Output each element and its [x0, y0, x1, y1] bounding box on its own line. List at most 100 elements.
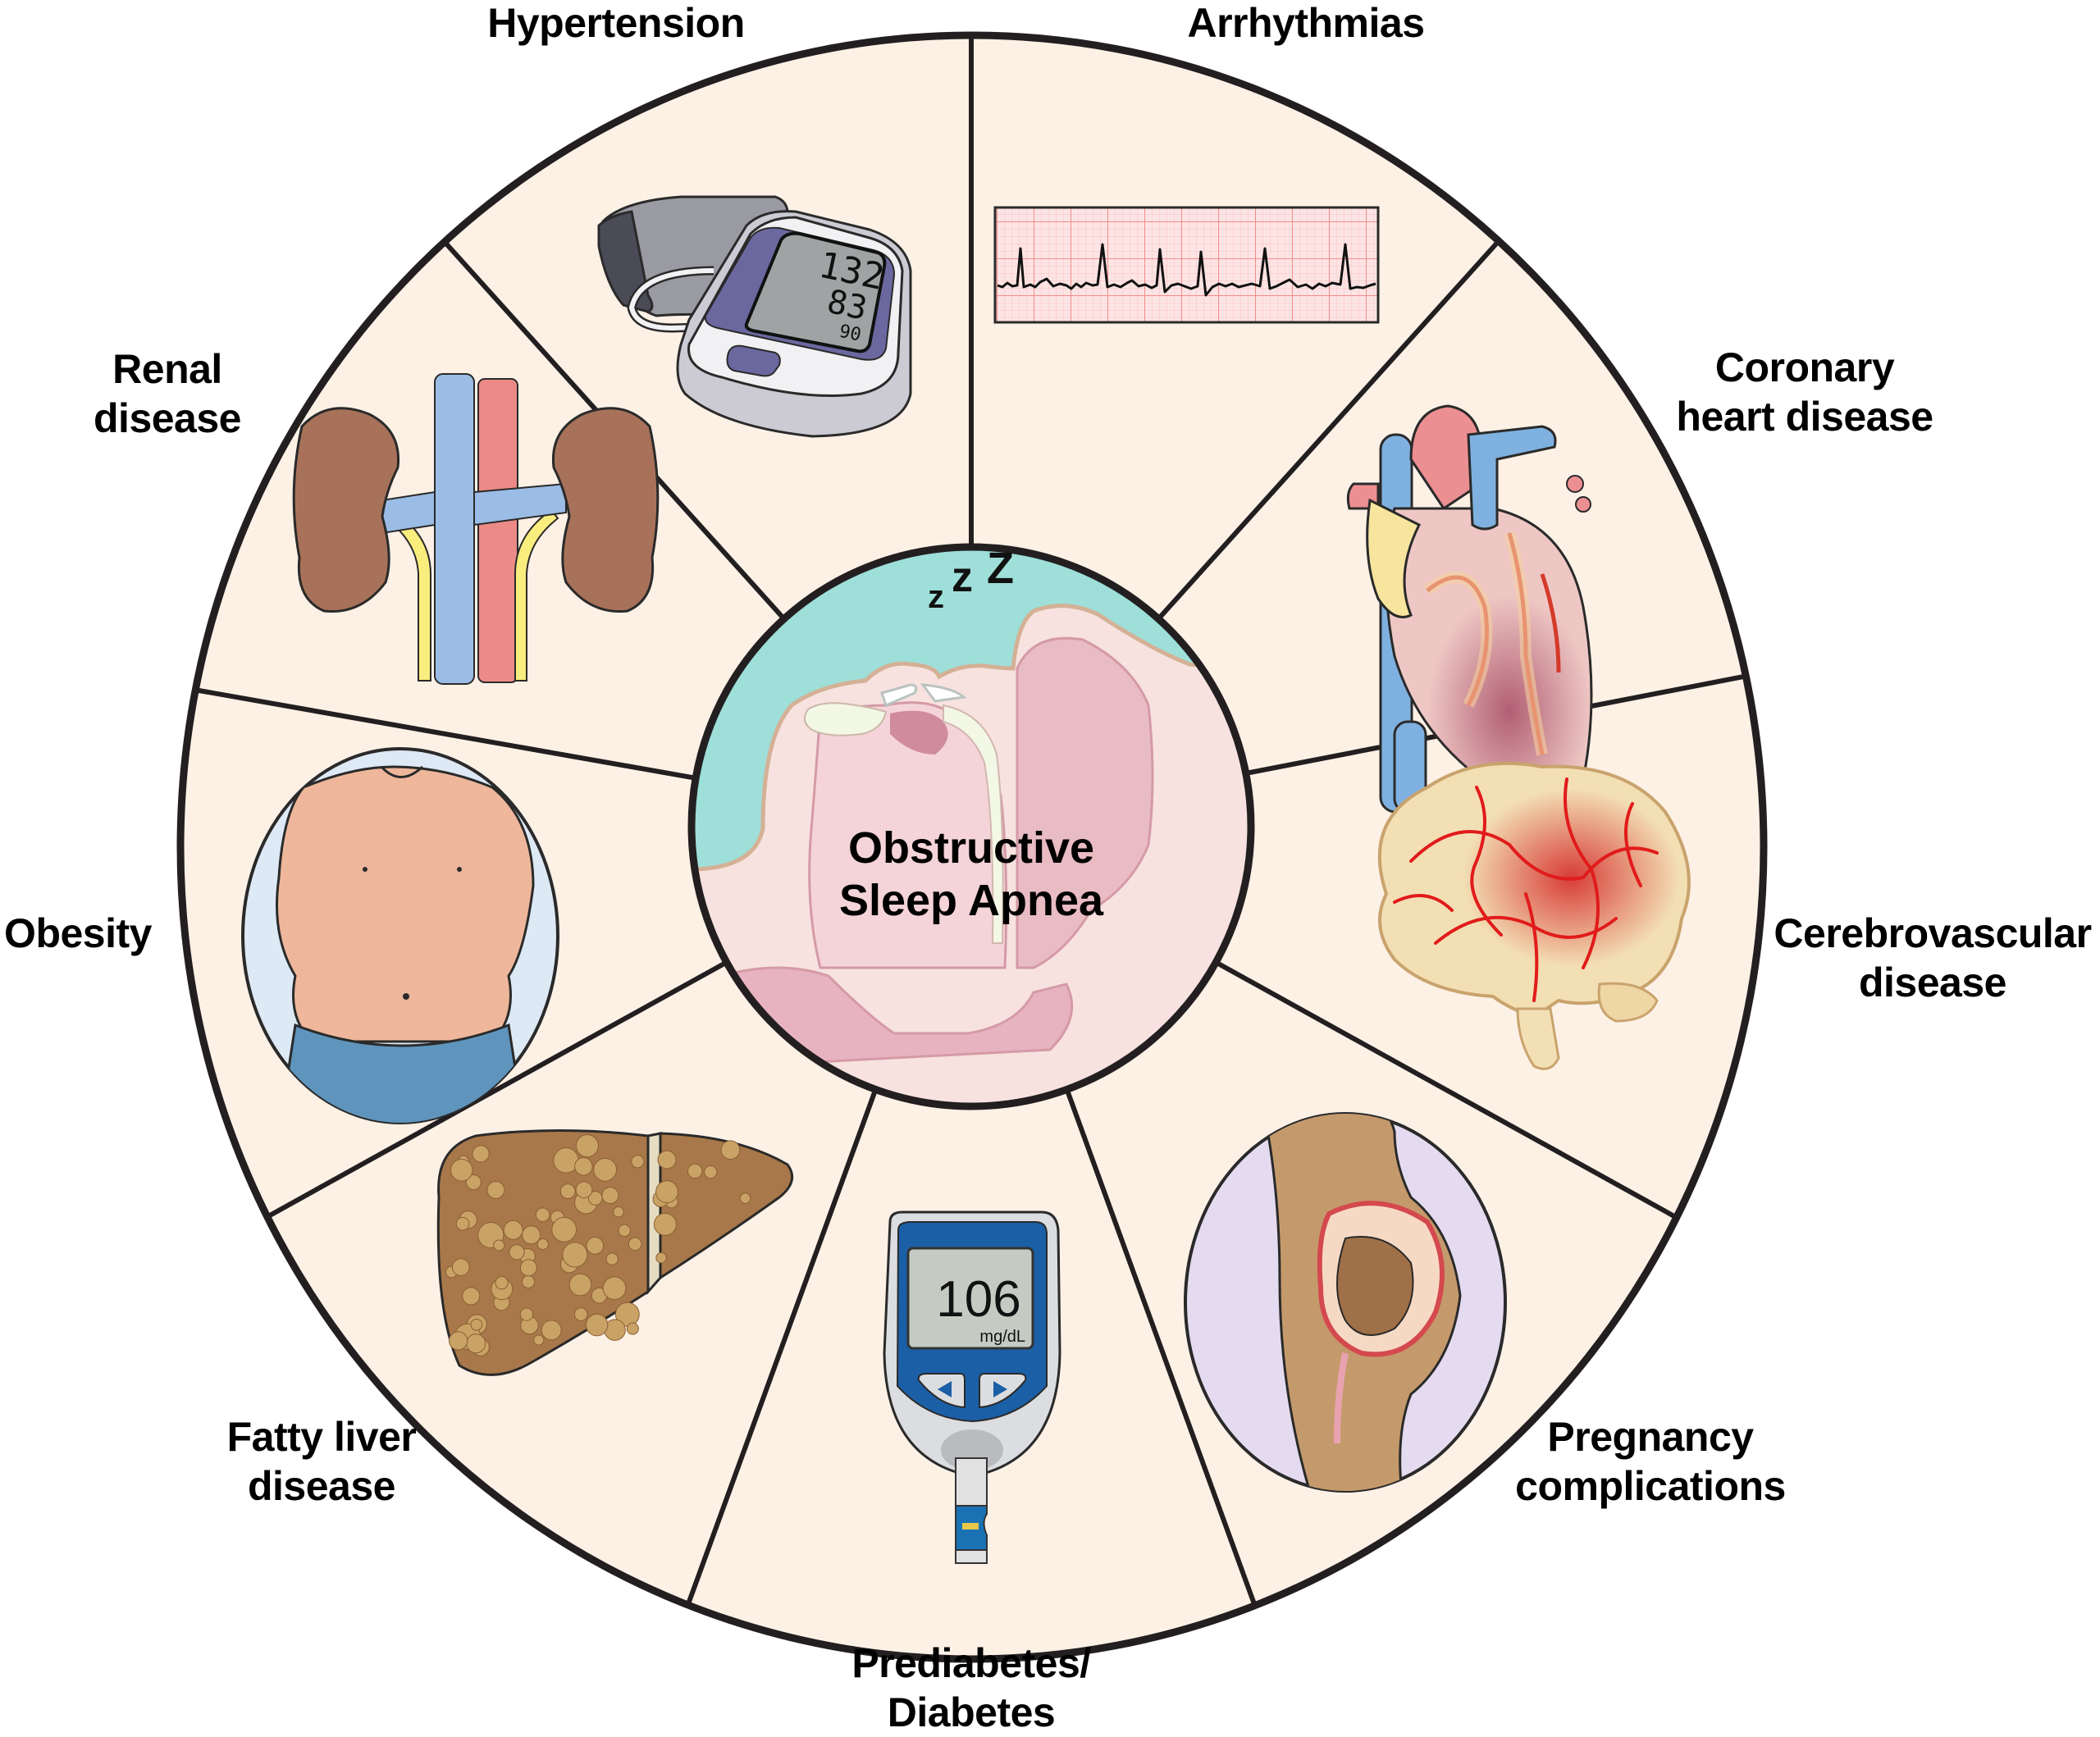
fat-droplet [653, 1212, 677, 1236]
fat-droplet [462, 1287, 481, 1306]
label-line: Hypertension [487, 0, 745, 46]
fat-droplet [618, 1224, 631, 1238]
sector-divider [194, 687, 696, 781]
fat-droplet [533, 1334, 545, 1346]
fat-droplet [655, 1251, 667, 1264]
fat-droplet [586, 1237, 605, 1255]
fat-droplet [472, 1145, 490, 1163]
sector-divider [1214, 960, 1678, 1220]
label-line: Pregnancy [1547, 1414, 1754, 1460]
fat-droplet [687, 1163, 703, 1179]
fat-droplet [739, 1192, 751, 1204]
label-line: Cerebrovascular [1774, 910, 2092, 956]
fatty-liver-icon [436, 1129, 794, 1376]
label-cerebrovascular-disease: Cerebrovascular disease [1774, 909, 2092, 1007]
label-line: Obesity [4, 910, 152, 956]
glucose-meter-icon: 106 mg/dL [883, 1210, 1061, 1564]
fat-droplet [562, 1242, 588, 1268]
ecg-strip-icon [993, 206, 1380, 324]
fat-droplet [605, 1252, 619, 1265]
label-line: disease [1859, 960, 2006, 1005]
fat-droplet [486, 1180, 505, 1199]
label-line: Renal [112, 346, 222, 392]
fat-droplet [519, 1307, 534, 1321]
fat-droplet [585, 1313, 609, 1337]
fat-droplet [628, 1237, 642, 1251]
fat-droplet [509, 1244, 525, 1261]
fat-droplet [521, 1274, 536, 1289]
label-line: Prediabetes/ [851, 1640, 1091, 1686]
label-obesity: Obesity [4, 909, 152, 958]
snore-z-small: z [928, 579, 944, 615]
center-title: Obstructive Sleep Apnea [839, 822, 1103, 927]
fat-droplet [602, 1276, 627, 1301]
label-pregnancy-complications: Pregnancy complications [1515, 1412, 1786, 1511]
fat-droplet [536, 1238, 549, 1251]
fat-droplet [655, 1180, 678, 1204]
label-coronary-heart-disease: Coronary heart disease [1676, 343, 1933, 441]
sector-divider [1156, 239, 1501, 621]
fat-droplet [455, 1216, 470, 1231]
kidneys-icon [292, 373, 660, 685]
fat-droplet [493, 1239, 505, 1251]
fat-droplet [704, 1165, 718, 1179]
center-title-line2: Sleep Apnea [838, 876, 1104, 925]
snore-z-medium: z [952, 554, 973, 601]
fat-droplet [720, 1140, 741, 1160]
fat-droplet [535, 1207, 550, 1223]
fat-droplet [574, 1156, 593, 1176]
fat-droplet [573, 1307, 588, 1321]
fat-droplet [541, 1320, 562, 1341]
glucose-value-readout: 106 [936, 1271, 1020, 1328]
label-hypertension: Hypertension [487, 0, 745, 48]
fat-droplet [568, 1273, 592, 1297]
fat-droplet [551, 1216, 578, 1242]
bp-diastolic-readout: 83 [824, 283, 870, 328]
glucose-unit-label: mg/dL [979, 1328, 1025, 1346]
sector-divider [685, 1088, 879, 1607]
fat-droplet [593, 1157, 618, 1182]
fat-droplet [575, 1134, 599, 1158]
label-line: disease [94, 395, 241, 441]
label-fatty-liver-disease: Fatty liver disease [227, 1412, 417, 1511]
blood-pressure-monitor-icon: 132 83 90 [597, 195, 912, 438]
snore-z-large: Z [987, 544, 1014, 593]
fat-droplet [470, 1318, 483, 1331]
fat-droplet [451, 1258, 470, 1276]
label-prediabetes-diabetes: Prediabetes/ Diabetes [851, 1639, 1091, 1737]
fat-droplet [522, 1225, 541, 1245]
fat-droplet [448, 1331, 468, 1351]
center-osa-illustration: z z Z [687, 543, 1255, 1110]
fat-droplet [495, 1276, 509, 1290]
label-line: Diabetes [887, 1689, 1056, 1735]
label-line: heart disease [1676, 394, 1933, 440]
fat-droplet [559, 1183, 576, 1200]
center-title-line1: Obstructive [847, 823, 1095, 873]
pregnancy-icon [1184, 1112, 1507, 1493]
fat-droplet [613, 1206, 624, 1218]
label-line: Arrhythmias [1187, 0, 1425, 46]
center-circle-outline [687, 543, 1255, 1110]
fat-droplet [601, 1187, 619, 1205]
fat-droplet [503, 1220, 523, 1240]
fat-droplet [626, 1322, 639, 1335]
bp-pulse-readout: 90 [838, 321, 863, 346]
label-line: complications [1515, 1463, 1786, 1509]
label-line: disease [248, 1463, 395, 1509]
fat-droplet [657, 1150, 677, 1169]
fat-droplet [631, 1155, 645, 1169]
brain-icon [1377, 761, 1691, 1070]
fat-droplets [445, 1134, 751, 1356]
label-line: Coronary [1714, 344, 1895, 390]
fat-droplet [450, 1159, 473, 1182]
sector-divider [1064, 1088, 1258, 1607]
fat-droplet [519, 1259, 537, 1277]
fat-droplet [465, 1174, 482, 1191]
label-line: Fatty liver [226, 1414, 417, 1460]
fat-droplet [575, 1181, 593, 1199]
label-renal-disease: Renal disease [94, 344, 241, 443]
obese-torso-icon [241, 747, 559, 1124]
fat-droplet [466, 1334, 486, 1354]
